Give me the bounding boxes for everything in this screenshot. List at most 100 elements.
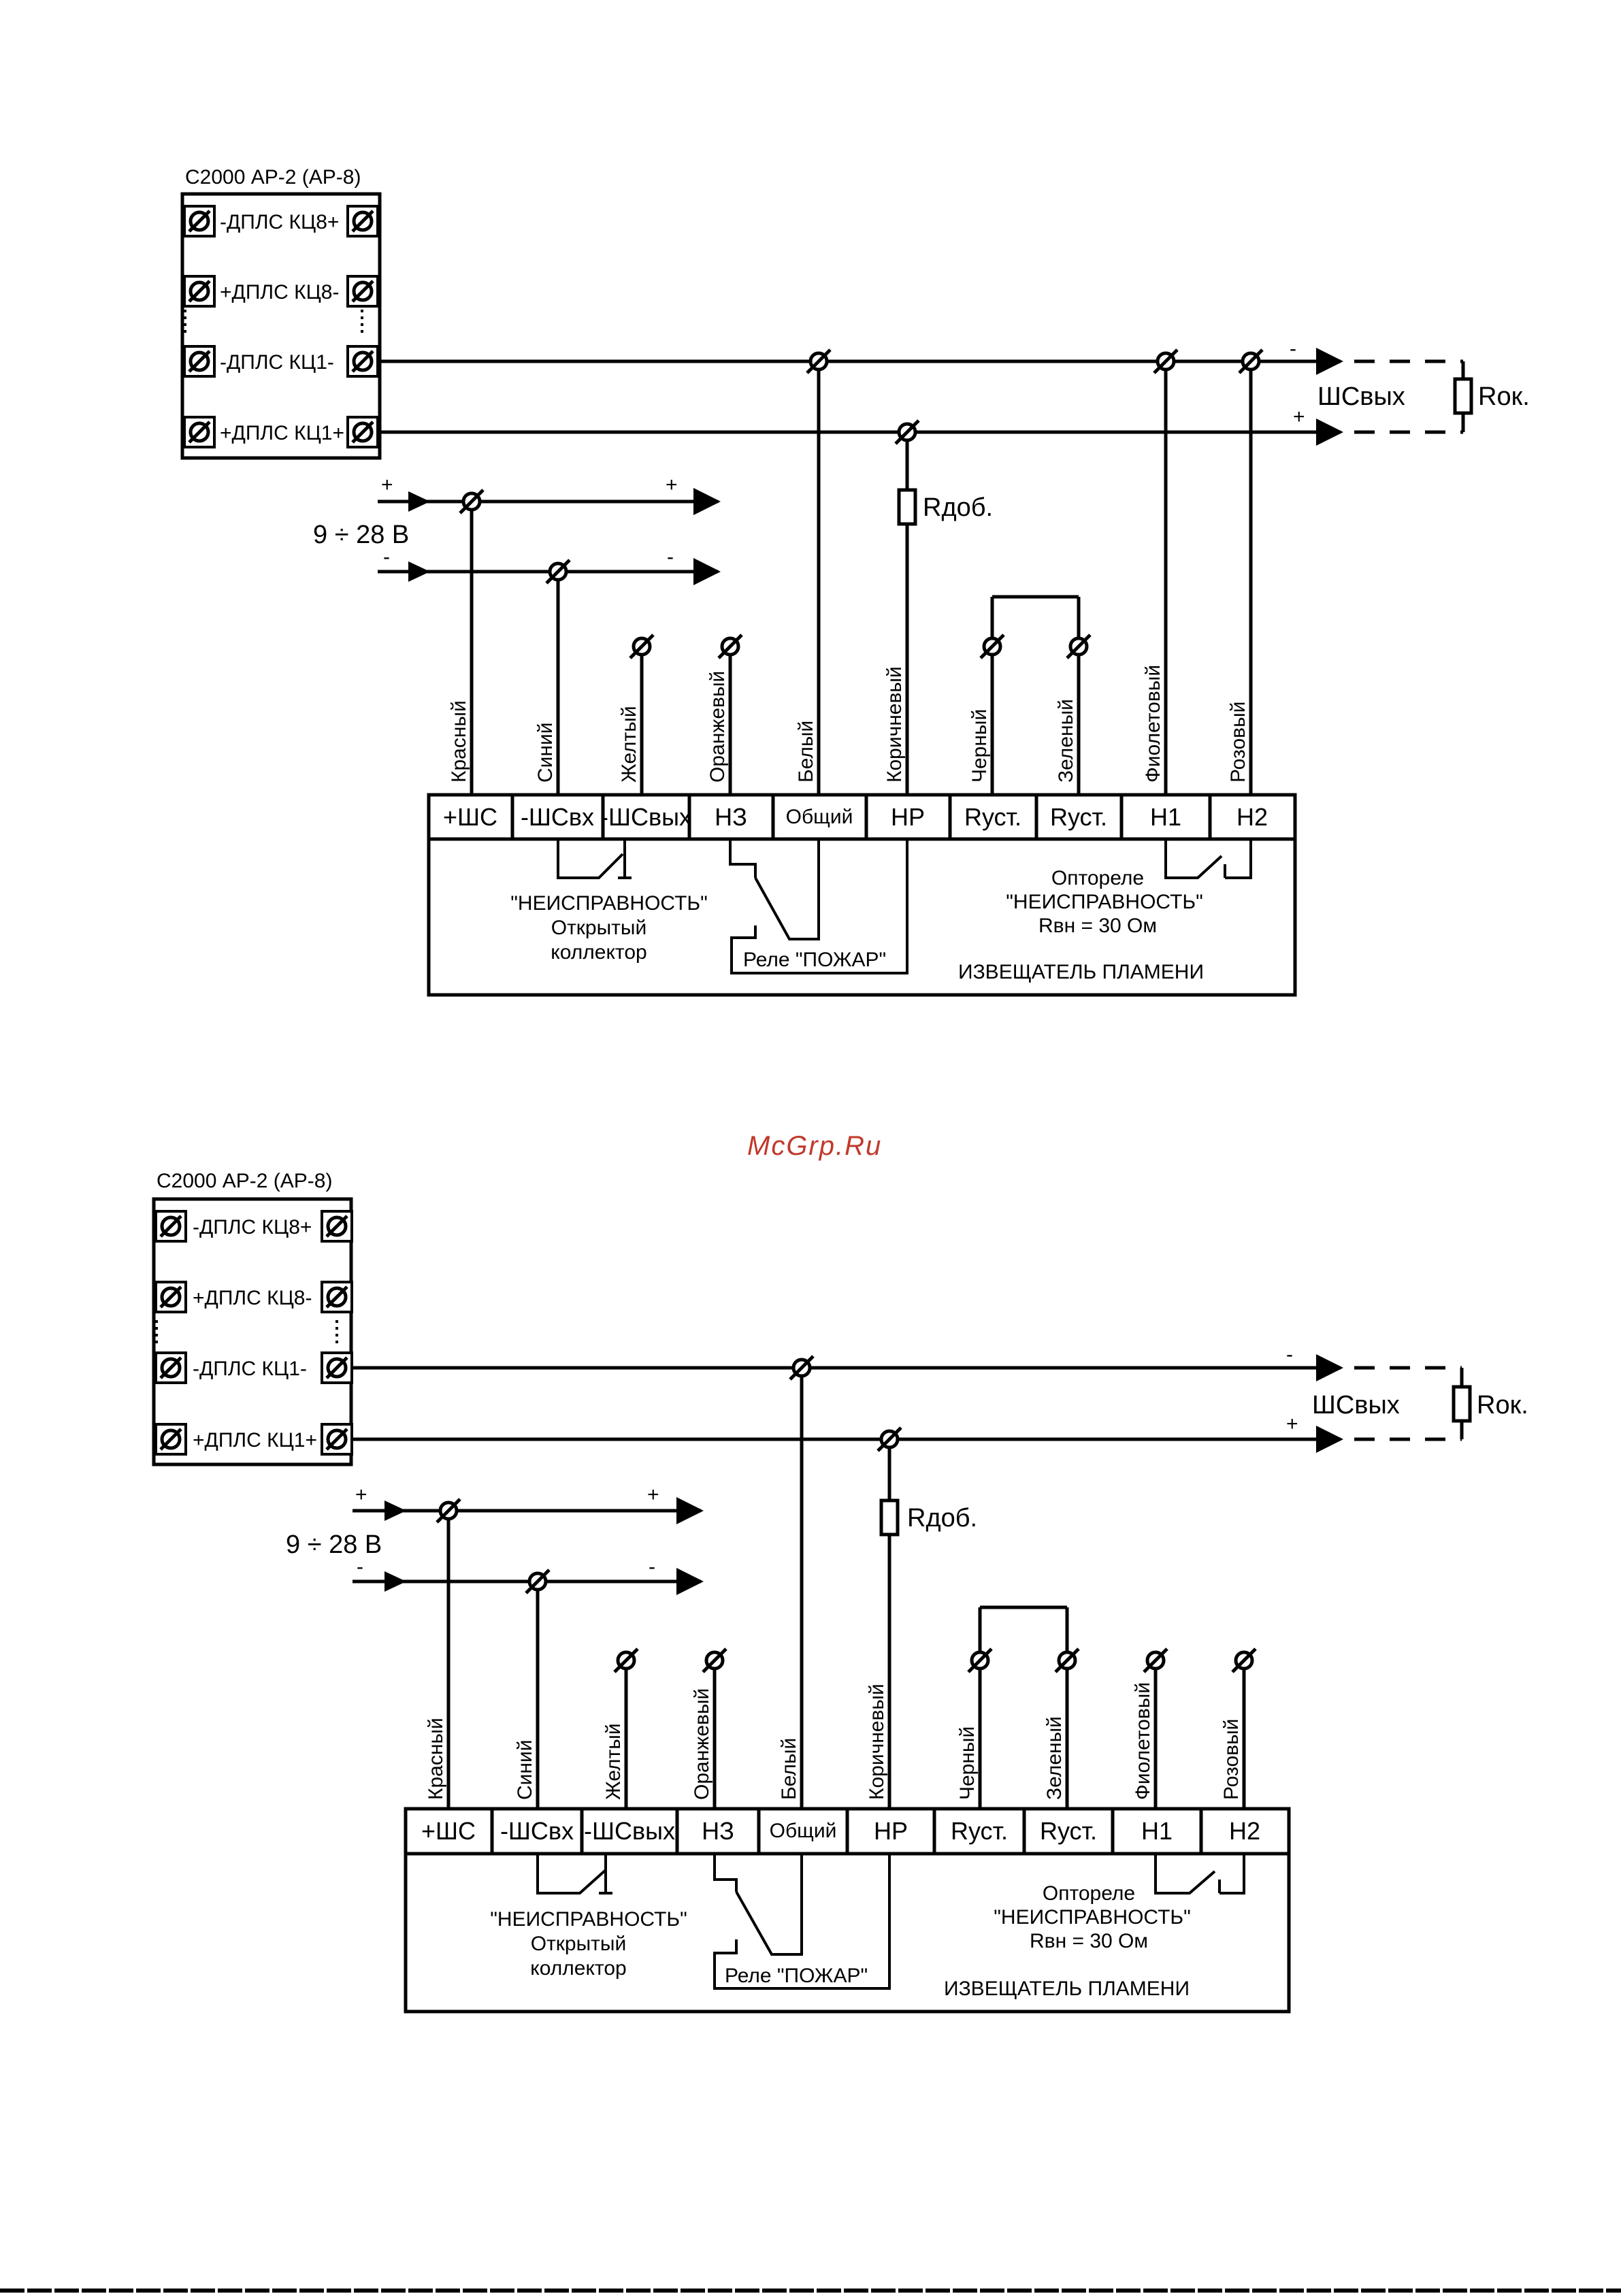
page-edge-rule: [0, 2289, 1621, 2293]
junction-icon: [896, 421, 919, 444]
wire-label: Зеленый: [1043, 1716, 1066, 1800]
optorelay-note-line: Оптореле: [1051, 867, 1144, 889]
terminal-clamp-icon: [348, 206, 378, 236]
terminal-clamp-icon: [322, 1211, 352, 1241]
optorelay-note-line: Rвн = 30 Ом: [1038, 915, 1157, 937]
junction-icon: [1067, 635, 1090, 658]
detector-cell: +ШС: [421, 1817, 476, 1845]
terminal-row: -ДПЛС КЦ8+: [156, 1211, 352, 1241]
terminal-clamp-icon: [184, 276, 214, 306]
junction-icon: [630, 635, 653, 658]
wire-label: Оранжевый: [691, 1688, 713, 1800]
power-minus-sign: -: [667, 546, 674, 568]
device-title: С2000 АР-2 (АР-8): [157, 1170, 332, 1192]
junction-icon: [1055, 1649, 1079, 1672]
wire-label: Белый: [795, 721, 817, 783]
detector-cell: +ШС: [443, 803, 497, 831]
terminal-label: +ДПЛС КЦ1+: [193, 1429, 317, 1452]
power-plus-sign: +: [381, 474, 393, 496]
terminal-label: -ДПЛС КЦ8+: [193, 1216, 312, 1239]
terminal-clamp-icon: [322, 1424, 352, 1454]
power-plus-sign: +: [355, 1483, 367, 1506]
detector-cell: Общий: [770, 1820, 837, 1842]
detector-cell: Rуст.: [964, 803, 1021, 831]
detector-cell: -ШСвых: [600, 803, 691, 831]
terminal-row: -ДПЛС КЦ1-: [156, 1353, 352, 1383]
terminal-clamp-icon: [184, 346, 214, 376]
junction-icon: [719, 635, 742, 658]
optorelay-note-line: "НЕИСПРАВНОСТЬ": [994, 1906, 1190, 1929]
terminal-clamp-icon: [156, 1424, 186, 1454]
fault-note-line: Открытый: [531, 1933, 627, 1955]
terminal-row: +ДПЛС КЦ1+: [184, 417, 378, 447]
detector-cell: НР: [891, 803, 925, 831]
loop-minus-sign: -: [1290, 338, 1296, 360]
detector-cell: -ШСвх: [521, 803, 594, 831]
detector-body: [427, 793, 1297, 997]
detector-name: ИЗВЕЩАТЕЛЬ ПЛАМЕНИ: [958, 961, 1204, 983]
optorelay-note-line: "НЕИСПРАВНОСТЬ": [1006, 891, 1202, 913]
wire-label: Зеленый: [1055, 699, 1077, 783]
fault-note-line: коллектор: [530, 1957, 626, 1980]
loop-out-label: ШСвых: [1317, 382, 1405, 411]
fault-note-line: "НЕИСПРАВНОСТЬ": [510, 892, 707, 915]
junction-icon: [1239, 350, 1262, 373]
terminal-row: +ДПЛС КЦ8-: [184, 276, 378, 306]
power-voltage-label: 9 ÷ 28 В: [313, 521, 409, 549]
diagram-top: С2000 АР-2 (АР-8) -ДПЛС КЦ8+ +ДПЛС КЦ8- …: [180, 166, 1530, 997]
terminal-label: +ДПЛС КЦ8-: [193, 1287, 312, 1309]
power-minus-sign: -: [649, 1556, 655, 1578]
terminal-label: -ДПЛС КЦ8+: [220, 211, 339, 233]
junction-icon: [1232, 1649, 1256, 1672]
junction-icon: [807, 350, 830, 373]
wire-label: Фиолетовый: [1132, 1682, 1154, 1800]
add-resistor-icon: [897, 488, 917, 526]
terminal-clamp-icon: [156, 1353, 186, 1383]
detector-cell: Rуст.: [951, 1817, 1008, 1845]
fault-note-line: "НЕИСПРАВНОСТЬ": [490, 1908, 687, 1931]
junction-icon: [460, 490, 483, 513]
wire-label: Розовый: [1227, 702, 1249, 783]
loop-plus-sign: +: [1286, 1413, 1298, 1435]
terminal-clamp-icon: [348, 346, 378, 376]
wire-label: Красный: [425, 1718, 447, 1800]
junction-icon: [790, 1356, 813, 1379]
end-resistor-label: Rок.: [1477, 1391, 1528, 1420]
terminal-row: +ДПЛС КЦ8-: [156, 1282, 352, 1312]
loop-plus-sign: +: [1293, 406, 1305, 428]
power-plus-sign: +: [647, 1483, 659, 1506]
wire-label: Синий: [514, 1739, 536, 1800]
detector-cell: Rуст.: [1040, 1817, 1097, 1845]
wire-label: Желтый: [618, 706, 640, 783]
terminal-label: -ДПЛС КЦ1-: [220, 351, 334, 374]
terminal-clamp-icon: [322, 1282, 352, 1312]
fault-note-line: Открытый: [551, 917, 647, 939]
terminal-clamp-icon: [156, 1211, 186, 1241]
loop-minus-sign: -: [1286, 1343, 1293, 1366]
add-resistor-label: Rдоб.: [923, 493, 993, 522]
terminal-clamp-icon: [322, 1353, 352, 1383]
device-title: С2000 АР-2 (АР-8): [185, 166, 361, 188]
add-resistor-icon: [879, 1498, 900, 1537]
device-body: [152, 1197, 353, 1466]
loop-out-label: ШСвых: [1312, 1391, 1400, 1420]
wire-label: Синий: [534, 722, 557, 783]
optorelay-note-line: Rвн = 30 Ом: [1030, 1930, 1148, 1952]
terminal-clamp-icon: [184, 206, 214, 236]
wire-label: Желтый: [602, 1723, 625, 1800]
detector-cell: НР: [874, 1817, 908, 1845]
detector-cell: НЗ: [702, 1817, 734, 1845]
end-resistor-icon: [1453, 377, 1473, 415]
junction-icon: [546, 560, 570, 583]
power-voltage-label: 9 ÷ 28 В: [286, 1530, 382, 1559]
detector-cell: -ШСвых: [584, 1817, 675, 1845]
terminal-clamp-icon: [184, 417, 214, 447]
fire-relay-label: Реле "ПОЖАР": [743, 949, 886, 971]
wire-label: Красный: [448, 700, 470, 783]
junction-icon: [703, 1649, 726, 1672]
terminal-clamp-icon: [348, 276, 378, 306]
end-resistor-label: Rок.: [1478, 382, 1530, 411]
junction-icon: [878, 1428, 901, 1451]
